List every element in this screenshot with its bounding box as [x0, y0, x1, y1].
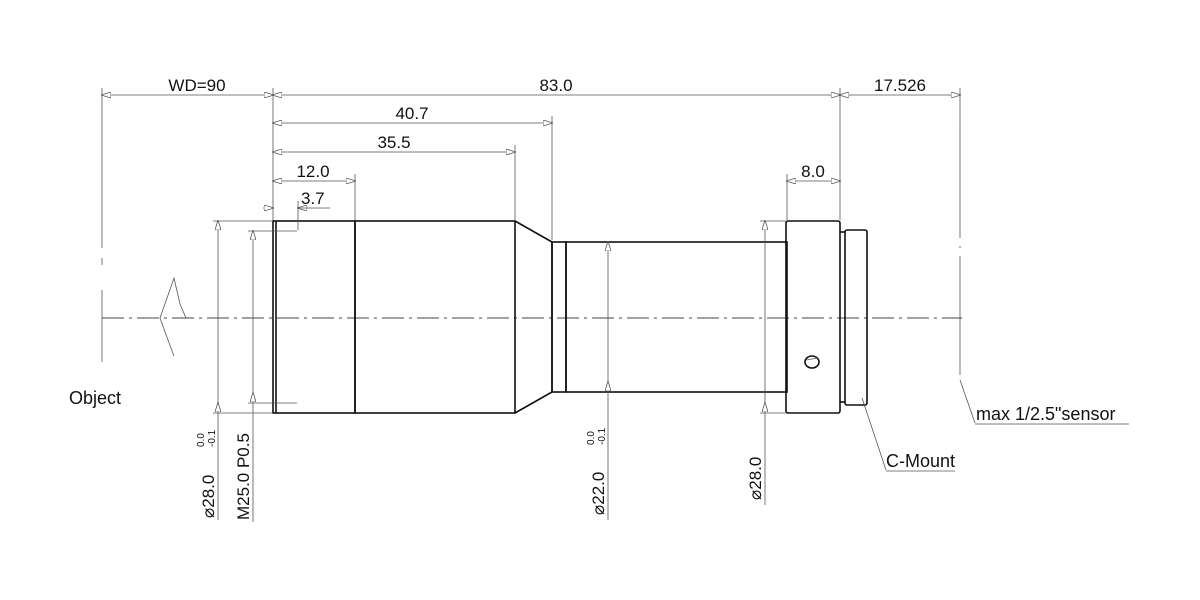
- object-label: Object: [69, 388, 121, 408]
- barrel-diameter-label: ⌀22.0: [589, 472, 608, 515]
- dimension-8-0: 8.0: [801, 162, 825, 181]
- front-tolerance-lower: -0.1: [207, 429, 218, 447]
- c-mount-thread: [844, 229, 868, 406]
- sensor-callout: max 1/2.5"sensor: [959, 379, 1129, 425]
- filter-thread-label: M25.0 P0.5: [234, 433, 253, 520]
- sensor-label: max 1/2.5"sensor: [976, 404, 1115, 424]
- horizontal-dimensions: WD=90 83.0 17.526 40.7 35.5 12.0 8.0 3.7: [102, 76, 960, 240]
- c-mount-label: C-Mount: [886, 451, 955, 471]
- mount-diameter-label: ⌀28.0: [746, 457, 765, 500]
- barrel-tolerance-upper: 0.0: [586, 431, 597, 445]
- back-focus-dimension: 17.526: [874, 76, 926, 95]
- mount-callout: C-Mount: [861, 397, 955, 472]
- set-screw-icon: [804, 355, 820, 369]
- diameter-dimensions: ⌀28.0 0.0 -0.1 M25.0 P0.5 ⌀22.0 0.0 -0.1…: [196, 221, 786, 522]
- total-length-dimension: 83.0: [539, 76, 572, 95]
- dimension-40-7: 40.7: [395, 104, 428, 123]
- dimension-35-5: 35.5: [377, 133, 410, 152]
- dimension-3-7: 3.7: [301, 189, 325, 208]
- dimension-12-0: 12.0: [296, 162, 329, 181]
- front-diameter-label: ⌀28.0: [199, 475, 218, 518]
- lens-body: [272, 220, 868, 414]
- object-plane: [101, 88, 187, 362]
- front-tolerance-upper: 0.0: [196, 433, 207, 447]
- barrel-tolerance-lower: -0.1: [597, 427, 608, 445]
- wd-dimension: WD=90: [168, 76, 225, 95]
